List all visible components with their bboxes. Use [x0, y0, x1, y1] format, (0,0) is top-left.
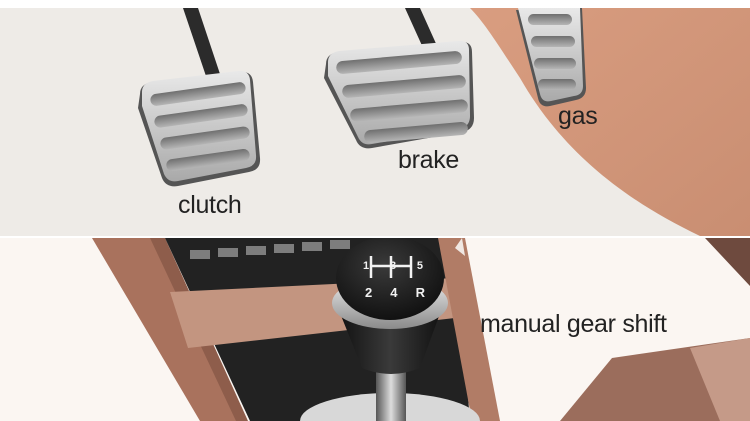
gear-5: 5 — [416, 260, 423, 272]
console-buttons — [190, 240, 350, 259]
gear-r: R — [415, 285, 425, 300]
manual-gear-shift-label: manual gear shift — [480, 310, 667, 338]
gear-4: 4 — [390, 285, 398, 300]
gas-pedal-icon — [516, 8, 586, 107]
shift-pattern-bottom-row: 2 4 R — [365, 285, 425, 300]
shift-pattern-icon — [369, 256, 413, 278]
floor-mat — [470, 8, 750, 236]
console-trim — [92, 238, 240, 421]
clutch-pedal-icon — [138, 8, 261, 187]
shift-pattern-top-row: 1 3 5 — [363, 260, 423, 272]
brake-label: brake — [398, 146, 460, 174]
pedals-panel: clutch brake gas — [0, 8, 750, 236]
gear-shift-illustration — [92, 238, 750, 421]
gear-knob-icon — [336, 238, 444, 320]
gear-shift-panel: 1 3 5 2 4 R manual gear shift — [0, 238, 750, 421]
gas-label: gas — [558, 102, 598, 130]
clutch-label: clutch — [178, 191, 242, 219]
pedals-illustration — [138, 8, 750, 236]
gear-1: 1 — [363, 260, 370, 272]
gear-2: 2 — [365, 285, 373, 300]
gear-3: 3 — [389, 260, 397, 272]
brake-pedal-icon — [324, 8, 474, 149]
